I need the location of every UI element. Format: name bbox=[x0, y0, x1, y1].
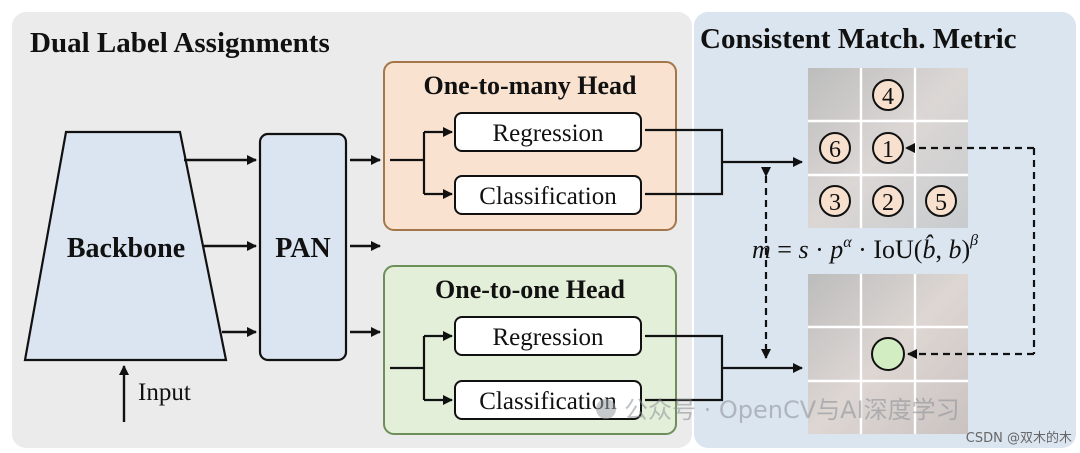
one-to-many-split-lines bbox=[390, 132, 426, 194]
watermark: 公众号 · OpenCV与AI深度学习 bbox=[596, 396, 960, 424]
top-grid-markers: 4 6 1 3 2 5 bbox=[819, 79, 957, 217]
backbone-block bbox=[23, 130, 228, 362]
grid-number-6: 6 bbox=[829, 137, 841, 163]
one-to-one-classification-label: Classification bbox=[479, 388, 617, 415]
one-to-one-regression-box bbox=[454, 316, 642, 356]
grid-number-5: 5 bbox=[935, 190, 947, 216]
grid-number-1: 1 bbox=[882, 137, 894, 163]
bottom-grid-image bbox=[808, 274, 968, 434]
right-panel-background bbox=[694, 12, 1076, 448]
consistent-match-formula: m = s · pα · IoU(b̂, b)β bbox=[752, 232, 978, 264]
one-to-one-match-marker bbox=[871, 337, 905, 371]
pan-label: PAN bbox=[275, 233, 330, 264]
one-to-many-merge-lines bbox=[645, 128, 760, 196]
one-to-one-head-title: One-to-one Head bbox=[435, 275, 625, 304]
one-to-one-split-lines bbox=[390, 336, 426, 400]
one-to-many-head-title: One-to-many Head bbox=[423, 71, 637, 100]
one-to-one-classification-box bbox=[454, 380, 642, 420]
left-panel-title: Dual Label Assignments bbox=[30, 27, 330, 59]
one-to-many-classification-label: Classification bbox=[479, 183, 617, 210]
input-label: Input bbox=[138, 379, 191, 406]
wechat-icon bbox=[596, 399, 616, 419]
grid-number-2: 2 bbox=[882, 190, 894, 216]
one-to-one-regression-label: Regression bbox=[492, 324, 604, 351]
right-panel-title: Consistent Match. Metric bbox=[700, 23, 1017, 55]
one-to-many-classification-box bbox=[454, 175, 642, 215]
one-to-many-regression-label: Regression bbox=[492, 120, 604, 147]
watermark-text: 公众号 · OpenCV与AI深度学习 bbox=[624, 396, 960, 424]
backbone-label: Backbone bbox=[67, 233, 185, 264]
one-to-one-merge-lines bbox=[645, 334, 760, 402]
pan-block bbox=[258, 132, 348, 362]
grid-number-3: 3 bbox=[829, 190, 841, 216]
one-to-many-regression-box bbox=[454, 112, 642, 152]
csdn-credit: CSDN @双木的木 bbox=[966, 430, 1072, 446]
grid-number-4: 4 bbox=[882, 84, 894, 110]
